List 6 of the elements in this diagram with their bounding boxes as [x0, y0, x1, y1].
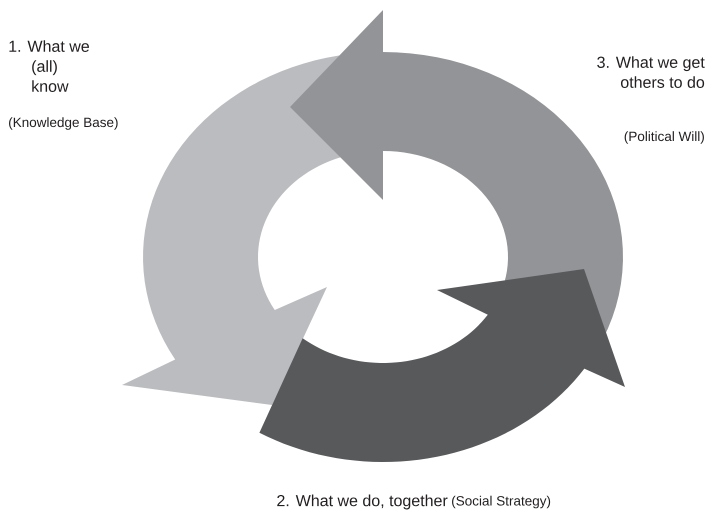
stage-subtitle: (Knowledge Base) — [9, 117, 118, 130]
stage-subtitle: (Political Will) — [624, 131, 704, 144]
stage-title: 2. What we do, together — [277, 494, 448, 510]
stage-title: 3. What we get others to do — [597, 56, 705, 88]
stage-title: 1. What we (all) know — [9, 40, 89, 92]
stage-subtitle: (Social Strategy) — [452, 496, 550, 508]
